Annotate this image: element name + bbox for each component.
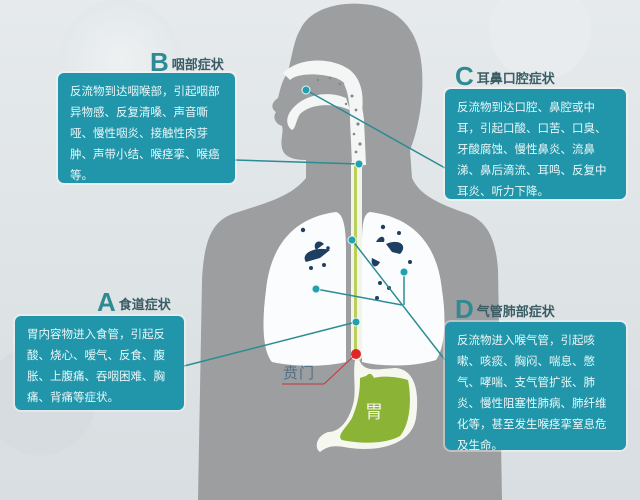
anatomy-nodes [301,85,409,327]
oral-passage [287,94,350,130]
section-a-body: 胃内容物进入食管，引起反酸、烧心、嗳气、反食、腹胀、上腹痛、吞咽困难、胸痛、背痛… [27,327,165,404]
cardia-pointer [323,353,357,385]
stomach [340,373,410,443]
section-a-letter: A [97,287,116,317]
section-d-letter: D [455,294,474,324]
section-d-body: 反流物进入喉气管，引起咳嗽、咳痰、胸闷、喘息、憋气、哮喘、支气管扩张、肺炎、慢性… [457,333,607,452]
esophagus-lining [354,166,357,354]
section-c-letter: C [455,61,474,91]
section-a-heading: 食道症状 [118,298,171,313]
section-a-title: A 食道症状 [97,287,171,317]
stomach-label: 胃 [365,402,383,423]
reflux-droplets [316,76,362,154]
section-d-box: 反流物进入喉气管，引起咳嗽、咳痰、胸闷、喘息、憋气、哮喘、支气管扩张、肺炎、慢性… [445,322,626,452]
cardia-dot [351,349,361,359]
right-lung [362,212,445,366]
section-a-box: 胃内容物进入食管，引起反酸、烧心、嗳气、反食、腹胀、上腹痛、吞咽困难、胸痛、背痛… [15,316,184,410]
section-c-title: C 耳鼻口腔症状 [455,61,555,91]
section-b-heading: 咽部症状 [171,58,224,73]
cardia-label: 贲门 [283,364,316,382]
section-b-title: B 咽部症状 [150,47,224,77]
section-b-letter: B [150,47,169,77]
connector-lines [183,89,446,367]
section-c-body: 反流物到达口腔、鼻腔或中耳，引起口酸、口苦、口臭、牙酸腐蚀、慢性鼻炎、流鼻涕、鼻… [457,100,607,198]
section-c-box: 反流物到达口腔、鼻腔或中耳，引起口酸、口苦、口臭、牙酸腐蚀、慢性鼻炎、流鼻涕、鼻… [445,89,626,199]
section-b-body: 反流物到达咽喉部，引起咽部异物感、反复清嗓、声音嘶哑、慢性咽炎、接触性肉芽肿、声… [70,84,220,182]
nasal-passage [283,60,363,112]
body-silhouette [198,3,502,500]
section-d-heading: 气管肺部症状 [476,305,555,320]
bronchi-droplets [300,224,412,300]
section-b-box: 反流物到达咽喉部，引起咽部异物感、反复清嗓、声音嘶哑、慢性咽炎、接触性肉芽肿、声… [58,73,235,183]
section-d-title: D 气管肺部症状 [455,294,555,324]
section-c-heading: 耳鼻口腔症状 [476,72,555,87]
